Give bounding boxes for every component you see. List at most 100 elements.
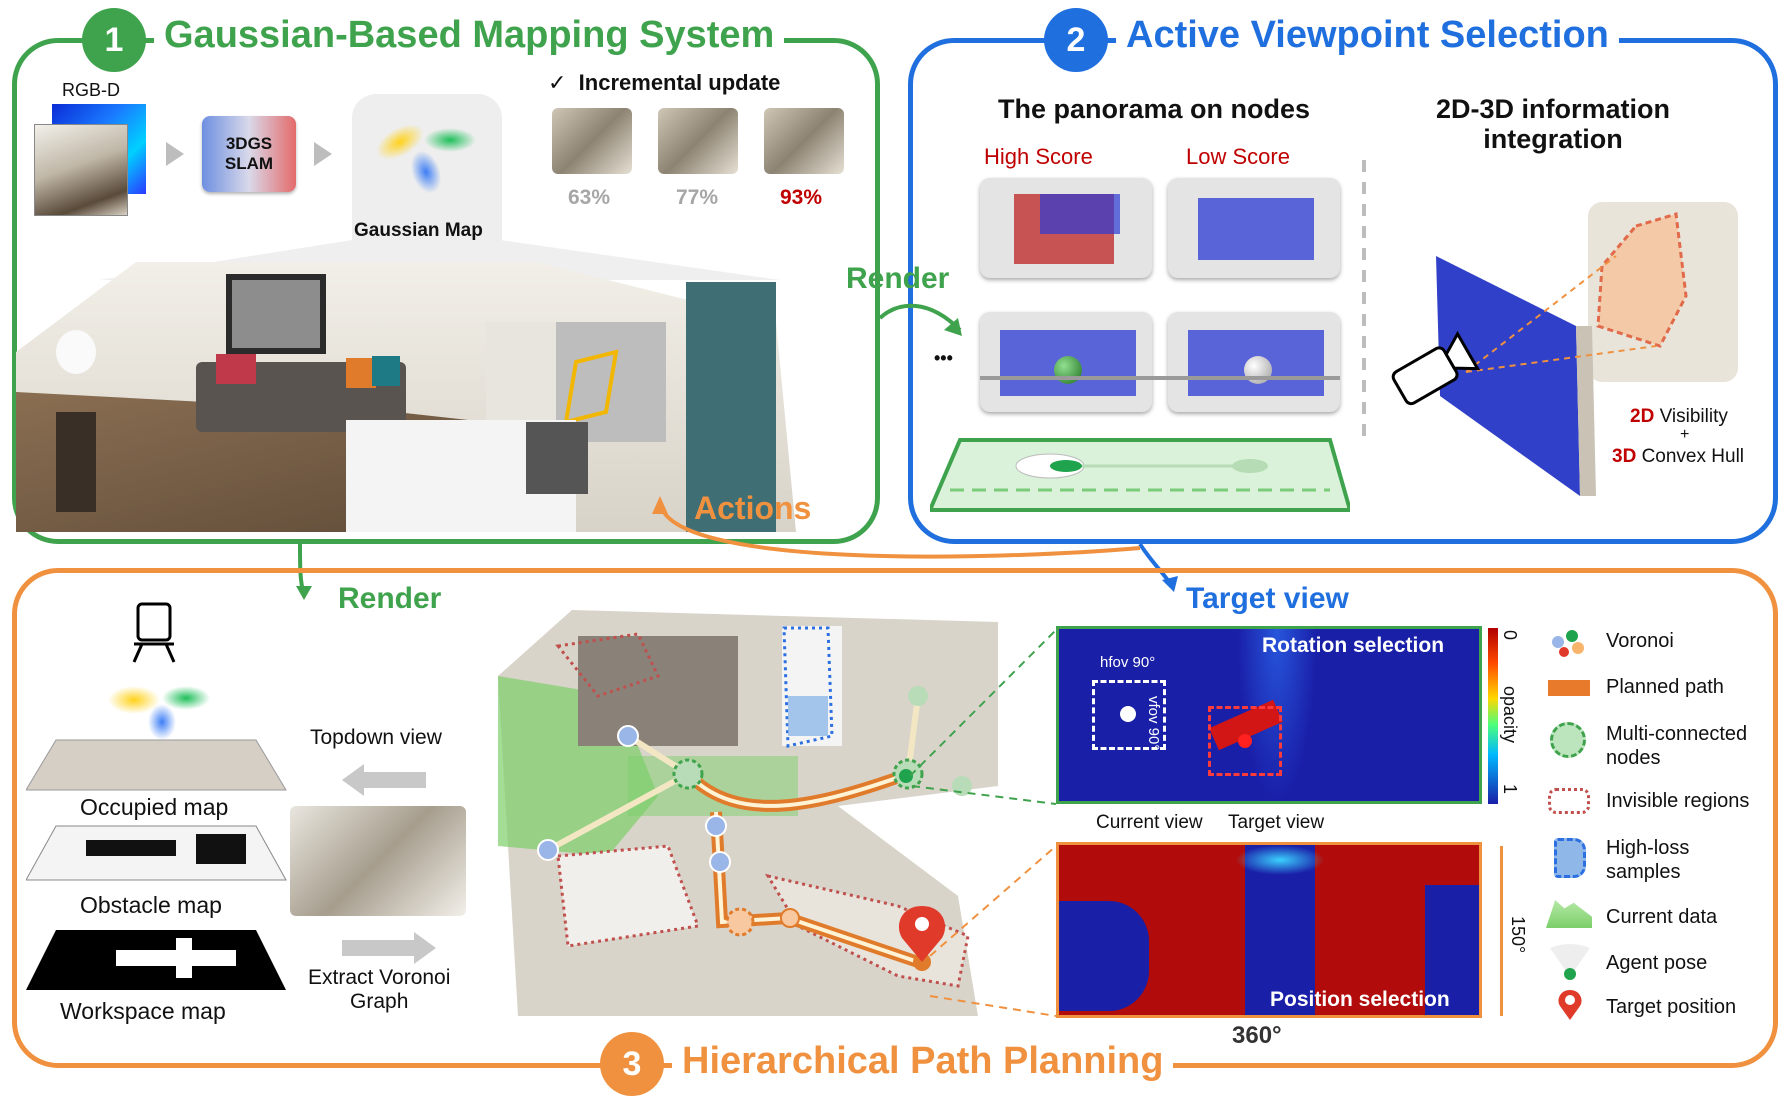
current-view-frame	[1092, 680, 1166, 750]
planned-path-icon	[1548, 680, 1590, 696]
rgbd-label: RGB-D	[62, 80, 120, 100]
topdown-thumbnail	[290, 806, 466, 916]
opacity-colorbar	[1488, 628, 1498, 804]
convex-hull-label: 3D Convex Hull	[1612, 446, 1744, 468]
planning-map	[498, 610, 998, 1016]
target-view-dot	[1238, 734, 1252, 748]
progress-93: 93%	[780, 186, 823, 209]
deg360-label: 360°	[1232, 1022, 1282, 1049]
path-planning-title: Hierarchical Path Planning	[672, 1040, 1174, 1083]
high-loss-icon	[1554, 838, 1586, 878]
integration-title-line1: 2D-3D information	[1436, 94, 1671, 124]
rotation-selection-label: Rotation selection	[1262, 634, 1445, 657]
progress-77: 77%	[676, 186, 719, 209]
layered-maps	[26, 739, 287, 990]
node-connection-line	[980, 376, 1340, 380]
position-selection-heatmap	[1056, 842, 1482, 1018]
step-2-number: 2	[1066, 20, 1086, 59]
mapping-system-title: Gaussian-Based Mapping System	[154, 14, 785, 57]
check-icon: ✓	[548, 70, 567, 95]
position-selection-label: Position selection	[1270, 988, 1450, 1011]
legend-planned-path: Planned path	[1606, 676, 1724, 698]
more-nodes-ellipsis: •••	[934, 348, 953, 368]
convex-hull-word: Convex Hull	[1636, 446, 1745, 467]
integration-title-line2: integration	[1483, 124, 1623, 154]
hfov-label: hfov 90°	[1100, 654, 1156, 671]
panorama-low-score	[1168, 178, 1340, 278]
step-3-badge: 3	[600, 1032, 664, 1096]
legend-current-data: Current data	[1606, 906, 1718, 928]
arrow-left-head	[342, 764, 364, 796]
plus-sign: +	[1680, 426, 1690, 443]
slam-label-line1: 3DGS	[225, 134, 273, 153]
camera-icon	[1391, 330, 1481, 406]
step-1-badge: 1	[82, 8, 146, 72]
current-view-label: Current view	[1096, 812, 1203, 833]
arrow-right-head	[414, 932, 436, 964]
obstacle-map-label: Obstacle map	[80, 892, 222, 918]
render-label-bottom: Render	[338, 582, 442, 615]
legend-agent-pose: Agent pose	[1606, 952, 1708, 974]
legend-invisible-regions: Invisible regions	[1606, 790, 1750, 812]
topdown-view-label: Topdown view	[310, 726, 442, 749]
actions-label: Actions	[694, 490, 812, 526]
target-view-label: Target view	[1228, 812, 1325, 833]
update-thumbnail-3	[764, 108, 844, 174]
visibility-label: 2D Visibility	[1630, 406, 1728, 428]
legend-target-position: Target position	[1606, 996, 1737, 1018]
low-score-label: Low Score	[1186, 144, 1290, 169]
step-3-number: 3	[622, 1044, 642, 1083]
arrow-right-icon	[314, 142, 332, 166]
target-view-heading: Target view	[1186, 582, 1349, 615]
panorama-title: The panorama on nodes	[998, 94, 1311, 124]
update-thumbnail-1	[552, 108, 632, 174]
invisible-region-icon	[1548, 788, 1590, 814]
gaussian-map-label: Gaussian Map	[354, 220, 483, 241]
incremental-update-text: Incremental update	[578, 70, 781, 95]
panorama-node-2	[1168, 312, 1340, 412]
voronoi-icon	[1552, 630, 1584, 657]
render-label-top: Render	[846, 262, 950, 295]
label-3d: 3D	[1612, 446, 1637, 467]
occupied-map-label: Occupied map	[80, 794, 229, 820]
target-position-icon	[1558, 990, 1582, 1020]
progress-63: 63%	[568, 186, 611, 209]
camera-topdown-icon	[132, 602, 176, 663]
update-thumbnail-2	[658, 108, 738, 174]
arrow-right-icon	[342, 940, 414, 956]
integration-title: 2D-3D information integration	[1436, 94, 1670, 154]
current-view-dot	[1120, 706, 1136, 722]
agent-pose-icon	[1550, 944, 1590, 980]
target-view-frame	[1208, 706, 1282, 776]
step-1-number: 1	[104, 20, 124, 59]
label-2d: 2D	[1630, 406, 1655, 427]
viewpoint-selection-title: Active Viewpoint Selection	[1116, 14, 1619, 57]
legend-multi-connected: Multi-connected nodes	[1606, 723, 1748, 769]
vertical-range-arrow	[1500, 846, 1503, 1016]
target-pin-icon	[898, 906, 946, 962]
arrow-left-icon	[354, 772, 426, 788]
panorama-high-score	[980, 178, 1152, 278]
voronoi-line2: Graph	[350, 990, 409, 1013]
gaussian-room-render	[16, 262, 796, 532]
arrow-right-icon	[166, 142, 184, 166]
gaussian-splats-icon	[376, 124, 476, 194]
panel2-divider	[1362, 160, 1366, 440]
legend-voronoi: Voronoi	[1606, 630, 1674, 652]
incremental-update-label: ✓ Incremental update	[548, 70, 780, 96]
slam-label-line2: SLAM	[224, 154, 274, 173]
voronoi-line1: Extract Voronoi	[308, 966, 451, 989]
multi-connected-node-icon	[1550, 722, 1586, 758]
visibility-word: Visibility	[1654, 406, 1728, 427]
node-graph-plane	[930, 438, 1350, 512]
gaussian-splats-small-icon	[108, 686, 210, 740]
legend-high-loss: High-loss samples	[1606, 837, 1690, 883]
high-score-label: High Score	[984, 144, 1093, 169]
step-2-badge: 2	[1044, 8, 1108, 72]
integration-visual	[1391, 202, 1738, 496]
slam-box: 3DGS SLAM	[202, 116, 296, 192]
workspace-map-label: Workspace map	[60, 998, 226, 1024]
rgb-image	[34, 124, 128, 216]
